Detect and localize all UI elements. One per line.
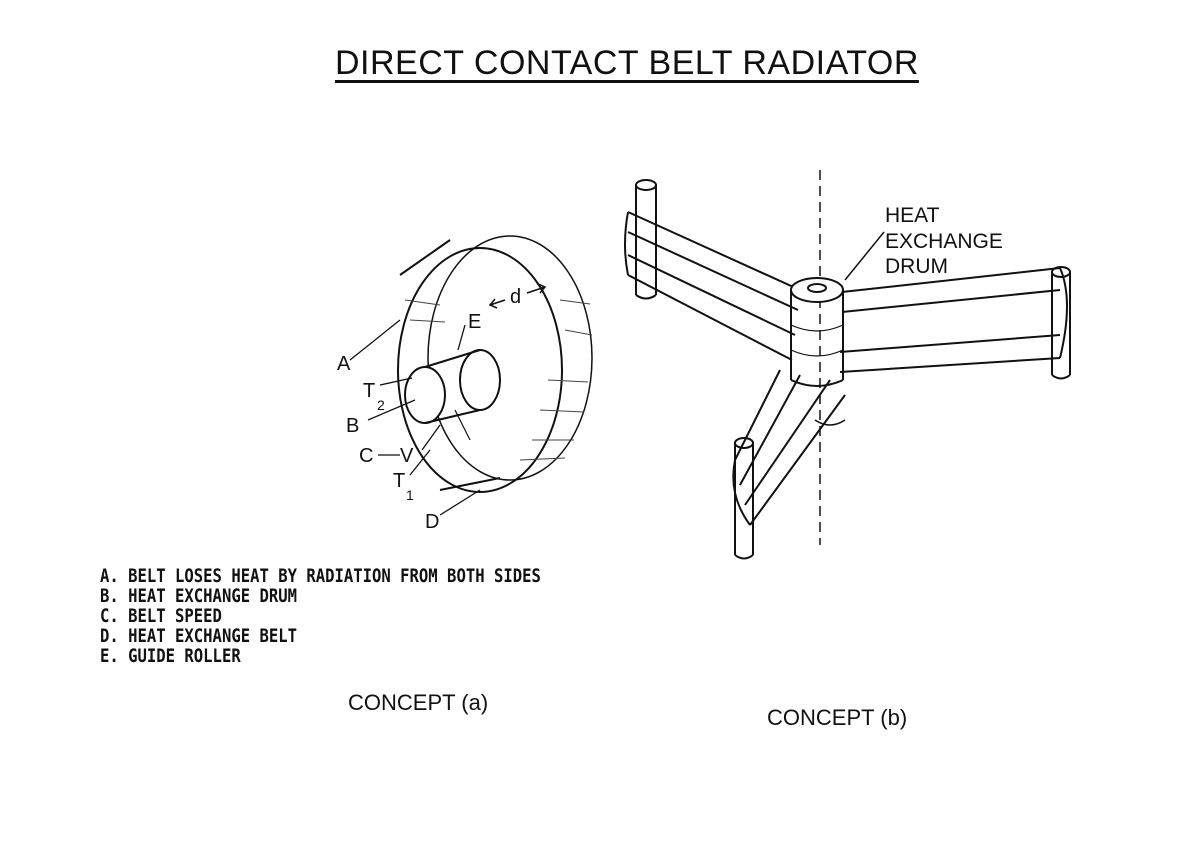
leader-lines <box>349 319 481 516</box>
diagram-title: DIRECT CONTACT BELT RADIATOR <box>335 44 919 82</box>
concept-a-caption: CONCEPT (a) <box>348 690 489 715</box>
legend-item-d: D. HEAT EXCHANGE BELT <box>100 625 297 647</box>
belt-right-arm <box>839 267 1068 373</box>
label-t2: T <box>363 380 375 402</box>
legend-item-b: B. HEAT EXCHANGE DRUM <box>100 585 297 607</box>
central-heat-exchange-drum <box>790 277 844 387</box>
concept-b-drawing <box>624 170 1071 560</box>
belt-bottom-arm <box>732 369 846 526</box>
legend-item-e: E. GUIDE ROLLER <box>100 645 241 667</box>
label-d: D <box>425 511 439 533</box>
label-t2-subscript: 2 <box>377 397 385 413</box>
guide-roller-right <box>1051 266 1071 380</box>
label-dimension-d: d <box>510 286 521 308</box>
heat-exchange-drum <box>404 349 501 441</box>
concept-a-drawing <box>349 235 593 516</box>
drum-label-line-2: EXCHANGE <box>885 230 1003 253</box>
label-t1: T <box>393 470 405 492</box>
drum-label-line-3: DRUM <box>885 255 948 278</box>
drum-label-line-1: HEAT <box>885 204 940 227</box>
drum-label-leader <box>844 231 885 281</box>
label-c: C <box>359 445 373 467</box>
label-b: B <box>346 415 359 437</box>
legend-item-a: A. BELT LOSES HEAT BY RADIATION FROM BOT… <box>100 565 541 587</box>
label-t1-subscript: 1 <box>406 487 414 503</box>
drum-lower-support <box>814 419 846 426</box>
dimension-d-arrow <box>488 283 547 309</box>
label-e: E <box>468 311 481 333</box>
heat-exchange-belt-wheel <box>397 235 593 493</box>
label-v: V <box>400 445 414 467</box>
belt-left-arm <box>624 211 801 361</box>
concept-b-caption: CONCEPT (b) <box>767 705 908 730</box>
guide-roller-left <box>635 179 657 300</box>
concept-a-legend: A. BELT LOSES HEAT BY RADIATION FROM BOT… <box>100 566 541 666</box>
label-a: A <box>337 353 351 375</box>
legend-item-c: C. BELT SPEED <box>100 605 222 627</box>
